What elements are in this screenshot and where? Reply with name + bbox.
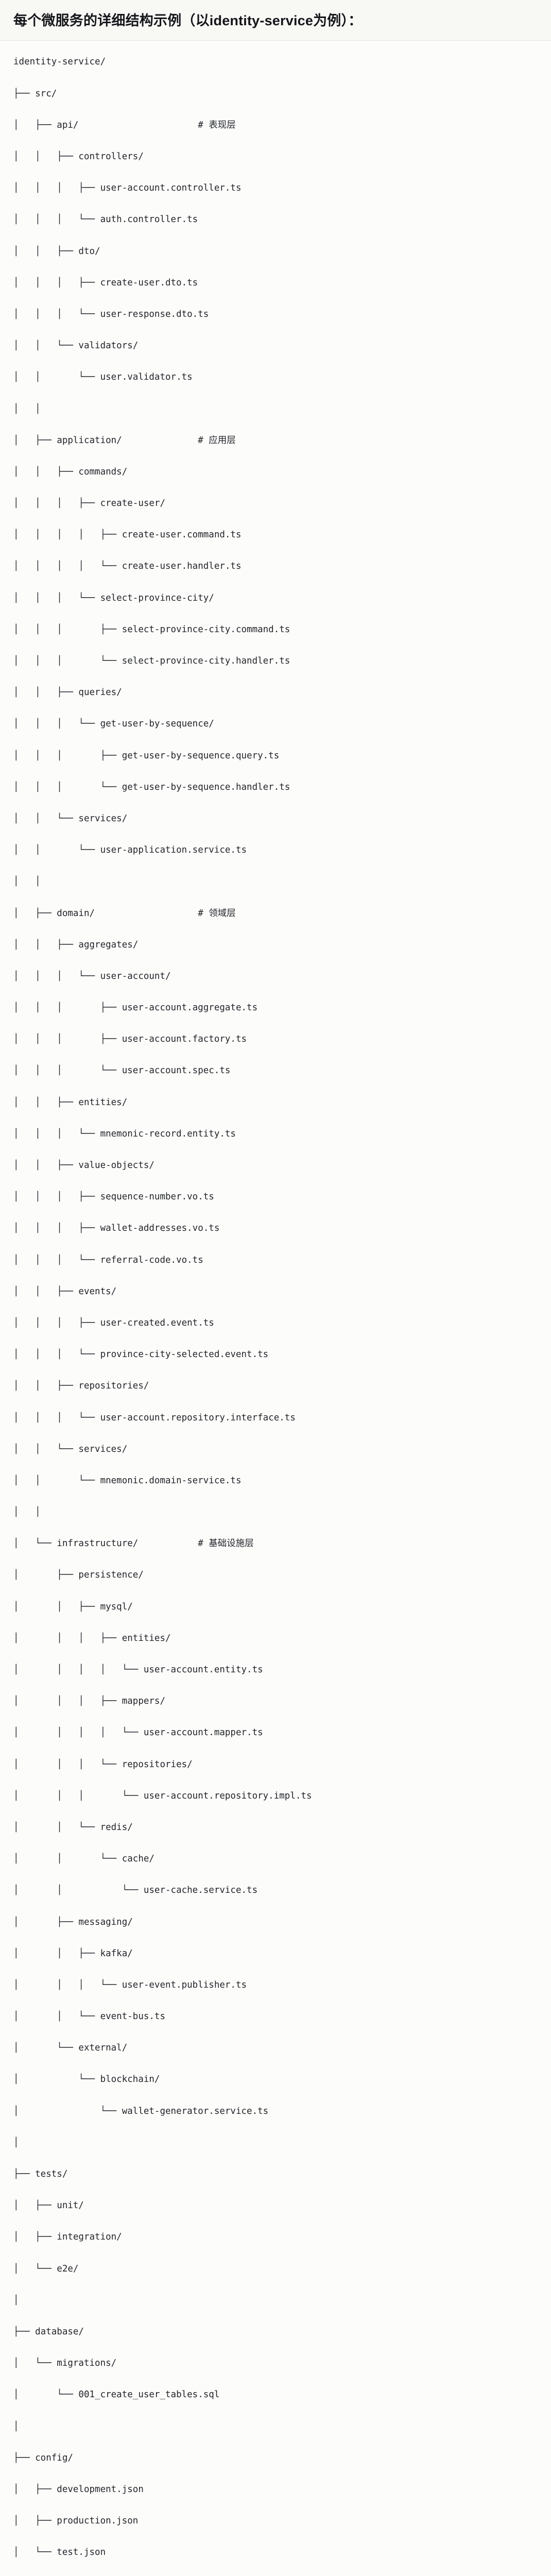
header-band: 每个微服务的详细结构示例（以identity-service为例）： bbox=[0, 0, 551, 41]
tree-line: │ bbox=[13, 2421, 19, 2432]
tree-line: │ ├── integration/ bbox=[13, 2232, 122, 2243]
tree-line: │ ├── unit/ bbox=[13, 2200, 84, 2211]
tree-line: │ │ │ └── get-user-by-sequence.handler.t… bbox=[13, 782, 290, 792]
tree-line: │ │ │ │ └── user-account.entity.ts bbox=[13, 1665, 263, 1675]
tree-line: │ └── migrations/ bbox=[13, 2358, 117, 2369]
tree-line: │ │ │ └── user-event.publisher.ts bbox=[13, 1979, 247, 1990]
tree-line: │ ├── api/ # 表现层 bbox=[13, 120, 236, 130]
tree-line: ├── database/ bbox=[13, 2326, 84, 2337]
tree-line: │ │ ├── mysql/ bbox=[13, 1601, 133, 1612]
tree-line: │ ├── application/ # 应用层 bbox=[13, 435, 236, 446]
tree-line: │ │ ├── aggregates/ bbox=[13, 939, 139, 950]
directory-tree: identity-service/ ├── src/ │ ├── api/ # … bbox=[13, 54, 538, 2576]
tree-line: │ │ └── cache/ bbox=[13, 1854, 154, 1865]
tree-line: │ │ └── user.validator.ts bbox=[13, 372, 193, 383]
tree-layer-comment: # 应用层 bbox=[198, 435, 236, 446]
tree-line: │ │ │ └── mnemonic-record.entity.ts bbox=[13, 1128, 236, 1139]
tree-line: │ └── external/ bbox=[13, 2043, 128, 2054]
tree-layer-comment: # 基础设施层 bbox=[198, 1538, 254, 1549]
tree-line: │ │ │ └── repositories/ bbox=[13, 1759, 193, 1770]
tree-line: │ │ ├── value-objects/ bbox=[13, 1160, 154, 1171]
tree-line: │ │ │ └── user-account/ bbox=[13, 971, 171, 981]
tree-line: │ │ │ └── user-response.dto.ts bbox=[13, 309, 209, 319]
tree-line: │ │ bbox=[13, 403, 41, 414]
tree-line: │ │ │ ├── create-user.dto.ts bbox=[13, 277, 198, 288]
tree-line: │ │ │ └── select-province-city/ bbox=[13, 592, 214, 603]
tree-line: │ │ │ ├── entities/ bbox=[13, 1633, 171, 1643]
tree-line: │ └── infrastructure/ # 基础设施层 bbox=[13, 1538, 254, 1549]
tree-line: │ │ │ └── user-account.spec.ts bbox=[13, 1065, 231, 1076]
tree-line: │ │ └── mnemonic.domain-service.ts bbox=[13, 1475, 242, 1486]
page-title: 每个微服务的详细结构示例（以identity-service为例）： bbox=[13, 13, 363, 28]
tree-layer-comment: # 表现层 bbox=[198, 120, 236, 130]
tree-line: │ bbox=[13, 2295, 19, 2306]
tree-line: │ ├── production.json bbox=[13, 2516, 139, 2527]
tree-line: │ │ │ │ ├── create-user.command.ts bbox=[13, 530, 242, 540]
tree-line: │ │ │ ├── sequence-number.vo.ts bbox=[13, 1192, 214, 1202]
tree-line: │ ├── persistence/ bbox=[13, 1570, 144, 1581]
tree-line: │ └── test.json bbox=[13, 2547, 106, 2558]
tree-line: │ │ ├── entities/ bbox=[13, 1097, 128, 1108]
tree-line: │ │ └── redis/ bbox=[13, 1822, 133, 1833]
tree-line: ├── src/ bbox=[13, 88, 57, 99]
tree-line: │ │ └── user-cache.service.ts bbox=[13, 1885, 258, 1896]
tree-line: │ │ ├── commands/ bbox=[13, 466, 128, 477]
tree-line: │ │ │ ├── select-province-city.command.t… bbox=[13, 624, 290, 635]
tree-line: │ │ │ └── user-account.repository.impl.t… bbox=[13, 1790, 312, 1801]
tree-line: │ │ └── services/ bbox=[13, 813, 128, 824]
tree-line: │ ├── development.json bbox=[13, 2484, 144, 2495]
tree-line: │ │ ├── kafka/ bbox=[13, 1948, 133, 1959]
tree-line: │ │ │ └── get-user-by-sequence/ bbox=[13, 719, 214, 730]
tree-line: │ │ └── event-bus.ts bbox=[13, 2011, 166, 2022]
tree-line: │ │ └── user-application.service.ts bbox=[13, 845, 247, 856]
tree-line: ├── tests/ bbox=[13, 2169, 68, 2179]
tree-line: │ └── blockchain/ bbox=[13, 2074, 160, 2085]
tree-line: │ │ └── validators/ bbox=[13, 341, 139, 351]
tree-line: │ │ │ └── user-account.repository.interf… bbox=[13, 1412, 296, 1423]
tree-line: │ │ │ ├── user-account.factory.ts bbox=[13, 1034, 247, 1045]
tree-line: │ │ │ ├── mappers/ bbox=[13, 1696, 166, 1707]
tree-line: │ │ │ │ └── user-account.mapper.ts bbox=[13, 1727, 263, 1738]
tree-line: │ ├── domain/ # 领域层 bbox=[13, 908, 236, 919]
tree-line: │ └── wallet-generator.service.ts bbox=[13, 2106, 269, 2116]
tree-line: ├── config/ bbox=[13, 2452, 73, 2463]
tree-line: │ │ ├── controllers/ bbox=[13, 151, 144, 162]
tree-line: │ │ │ ├── wallet-addresses.vo.ts bbox=[13, 1223, 220, 1234]
tree-line: │ ├── messaging/ bbox=[13, 1917, 133, 1927]
tree-line: │ │ ├── queries/ bbox=[13, 687, 122, 698]
tree-line: │ │ │ └── select-province-city.handler.t… bbox=[13, 656, 290, 666]
tree-line: │ bbox=[13, 2137, 19, 2148]
tree-line: │ │ bbox=[13, 876, 41, 887]
tree-line: │ │ │ ├── user-account.controller.ts bbox=[13, 183, 242, 194]
tree-line: │ │ │ │ └── create-user.handler.ts bbox=[13, 561, 242, 572]
tree-line: │ │ │ └── auth.controller.ts bbox=[13, 214, 198, 225]
tree-line: │ │ │ ├── get-user-by-sequence.query.ts bbox=[13, 750, 280, 761]
tree-line: │ │ └── services/ bbox=[13, 1444, 128, 1454]
tree-line: │ │ │ ├── user-account.aggregate.ts bbox=[13, 1003, 258, 1013]
tree-line: │ │ ├── dto/ bbox=[13, 246, 100, 257]
tree-layer-comment: # 领域层 bbox=[198, 908, 236, 919]
tree-line: identity-service/ bbox=[13, 57, 106, 67]
tree-line: │ │ ├── repositories/ bbox=[13, 1381, 149, 1392]
tree-line: │ └── e2e/ bbox=[13, 2263, 79, 2274]
directory-tree-section: identity-service/ ├── src/ │ ├── api/ # … bbox=[0, 41, 551, 2576]
tree-line: │ └── 001_create_user_tables.sql bbox=[13, 2389, 220, 2400]
tree-line: │ │ │ ├── user-created.event.ts bbox=[13, 1317, 214, 1328]
tree-line: │ │ │ ├── create-user/ bbox=[13, 498, 166, 509]
tree-line: │ │ │ └── referral-code.vo.ts bbox=[13, 1255, 203, 1265]
tree-line: │ │ │ └── province-city-selected.event.t… bbox=[13, 1349, 269, 1360]
tree-line: │ │ bbox=[13, 1507, 41, 1518]
tree-line: │ │ ├── events/ bbox=[13, 1286, 117, 1297]
